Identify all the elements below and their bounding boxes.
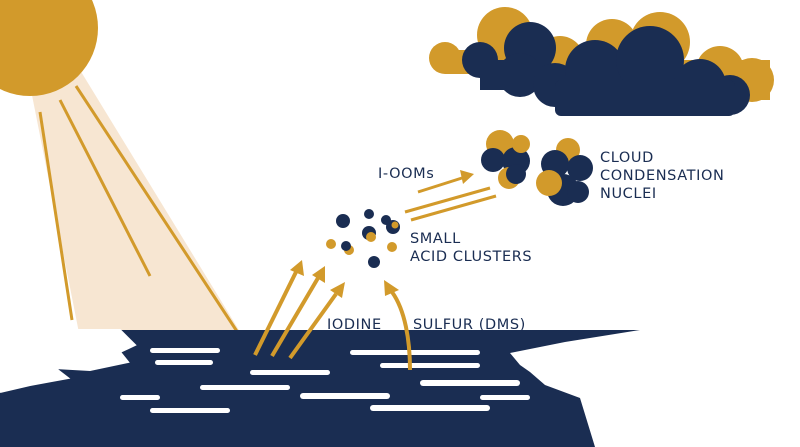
water-highlights	[120, 348, 530, 413]
cloud-label-line-2: CONDENSATION	[600, 168, 725, 184]
cloud-icon	[429, 7, 774, 116]
sun-icon	[0, 0, 98, 96]
i-ooms-arrow	[404, 170, 497, 222]
clusters-label-line-2: ACID CLUSTERS	[410, 249, 533, 265]
sunlight-beam	[30, 70, 245, 340]
sun-ray	[38, 111, 74, 321]
sun-ray	[74, 85, 242, 337]
i-ooms-label: I-OOMs	[378, 166, 435, 182]
iodine-arrows	[253, 260, 345, 360]
cloud-label-line-3: NUCLEI	[600, 186, 657, 202]
small-acid-clusters-label: SMALL ACID CLUSTERS	[410, 230, 532, 266]
ice-sheet-left-edge	[0, 329, 137, 393]
small-acid-clusters	[326, 209, 400, 268]
clusters-label-line-1: SMALL	[410, 231, 461, 247]
sun-ray	[58, 99, 152, 277]
cloud-condensation-nuclei-label: CLOUD CONDENSATION NUCLEI	[600, 149, 724, 203]
sulfur-dms-label: SULFUR (DMS)	[413, 317, 526, 333]
ice-sheet-left	[0, 330, 135, 392]
cloud-condensation-nuclei	[481, 130, 593, 206]
ice-sheet-right	[510, 310, 800, 447]
sulfur-arrow	[384, 280, 412, 371]
cloud-label-line-1: CLOUD	[600, 150, 654, 166]
iodine-label: IODINE	[327, 317, 382, 333]
